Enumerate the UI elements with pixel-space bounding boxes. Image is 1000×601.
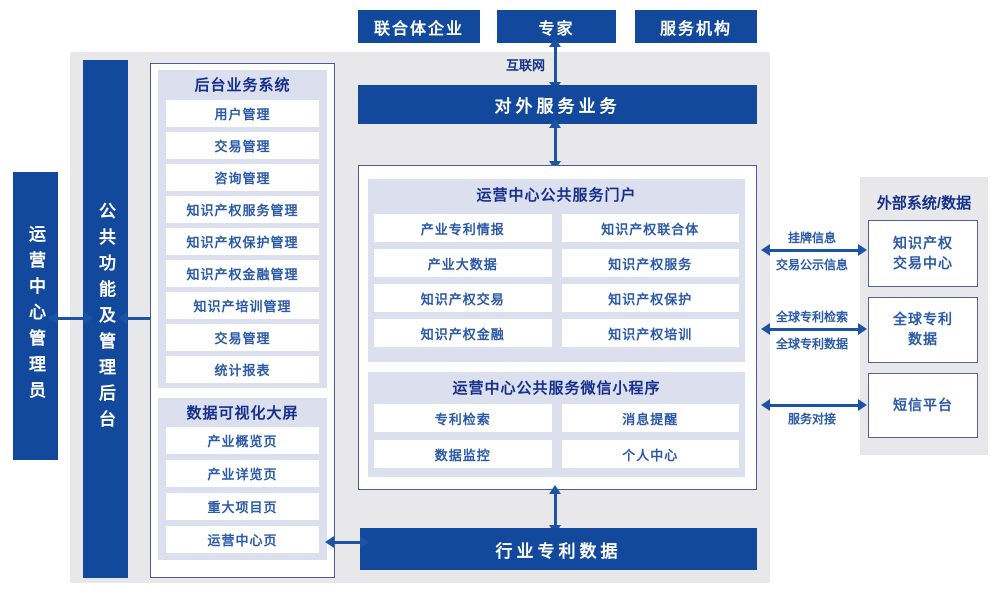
global-patent-data-label: 全球专利数据 — [775, 337, 848, 351]
portal-to-patent-data-arrow — [549, 485, 561, 534]
external-box-sms-platform: 短信平台 — [868, 373, 978, 438]
portal-title: 运营中心公共服务门户 — [476, 187, 637, 204]
portal-item: 知识产权服务 — [561, 249, 739, 277]
portal-item: 知识产权金融 — [374, 319, 552, 347]
portal-item: 知识产权联合体 — [561, 214, 739, 242]
sms-link-arrow — [761, 399, 867, 411]
backend-link-arrow — [118, 312, 160, 324]
portal-item: 产业大数据 — [374, 249, 552, 277]
mini-program-item: 个人中心 — [561, 440, 739, 468]
portal-item: 产业专利情报 — [374, 214, 552, 242]
actor-expert: 专家 — [497, 10, 616, 43]
listing-info-label: 挂牌信息 — [787, 231, 836, 245]
trade-publicity-label: 交易公示信息 — [775, 258, 848, 272]
external-box-ip-trade-center: 知识产权 交易中心 — [868, 220, 978, 287]
backend-system-item: 用户管理 — [166, 100, 319, 127]
backend-system-item: 知识产权金融管理 — [166, 260, 319, 287]
backend-system-item: 知识产培训管理 — [166, 292, 319, 319]
portal-section: 运营中心公共服务门户 产业专利情报知识产权联合体产业大数据知识产权服务知识产权交… — [368, 179, 745, 362]
actor-service-agency: 服务机构 — [635, 10, 757, 43]
backend-system-item: 知识产权保护管理 — [166, 228, 319, 255]
internet-label: 互联网 — [505, 58, 545, 73]
portal-item: 知识产权保护 — [561, 284, 739, 312]
mini-program-section: 运营中心公共服务微信小程序 专利检索消息提醒数据监控个人中心 — [368, 372, 745, 477]
ip-trade-link-arrow — [761, 244, 867, 256]
external-service-bar: 对外服务业务 — [358, 85, 757, 124]
data-screen-item: 重大项目页 — [166, 493, 319, 520]
data-screen-item: 产业概览页 — [166, 427, 319, 454]
data-screen-item: 运营中心页 — [166, 526, 319, 553]
portal-grid: 产业专利情报知识产权联合体产业大数据知识产权服务知识产权交易知识产权保护知识产权… — [374, 214, 739, 347]
data-screen-list: 产业概览页产业详览页重大项目页运营中心页 — [166, 427, 319, 553]
actor-consortium-enterprise: 联合体企业 — [358, 10, 480, 43]
backend-system-list: 用户管理交易管理咨询管理知识产权服务管理知识产权保护管理知识产权金融管理知识产培… — [166, 100, 319, 383]
backend-system-item: 交易管理 — [166, 132, 319, 159]
service-docking-label: 服务对接 — [787, 412, 836, 426]
internet-arrow — [549, 38, 561, 91]
mini-program-title: 运营中心公共服务微信小程序 — [452, 380, 661, 397]
data-screen-item: 产业详览页 — [166, 460, 319, 487]
mini-program-item: 数据监控 — [374, 440, 552, 468]
backend-system-item: 知识产权服务管理 — [166, 196, 319, 223]
backend-system-item: 咨询管理 — [166, 164, 319, 191]
screen-to-patent-data-arrow — [325, 536, 369, 548]
data-screen-section: 数据可视化大屏 产业概览页产业详览页重大项目页运营中心页 — [158, 398, 327, 560]
mini-program-item: 消息提醒 — [561, 404, 739, 432]
admin-link-arrow — [48, 312, 93, 324]
mini-program-item: 专利检索 — [374, 404, 552, 432]
backend-system-title: 后台业务系统 — [194, 77, 291, 94]
global-patent-link-arrow — [761, 323, 867, 335]
backend-system-item: 统计报表 — [166, 356, 319, 383]
data-screen-title: 数据可视化大屏 — [186, 405, 299, 422]
portal-item: 知识产权培训 — [561, 319, 739, 347]
external-box-global-patent-data: 全球专利 数据 — [868, 297, 978, 363]
portal-item: 知识产权交易 — [374, 284, 552, 312]
industry-patent-data-bar: 行业专利数据 — [360, 528, 757, 570]
external-systems-title: 外部系统/数据 — [876, 195, 972, 212]
global-patent-search-label: 全球专利检索 — [775, 310, 848, 324]
mini-program-grid: 专利检索消息提醒数据监控个人中心 — [374, 404, 739, 468]
service-to-portal-arrow — [549, 119, 561, 170]
backend-system-section: 后台业务系统 用户管理交易管理咨询管理知识产权服务管理知识产权保护管理知识产权金… — [158, 70, 327, 388]
backend-system-item: 交易管理 — [166, 324, 319, 351]
